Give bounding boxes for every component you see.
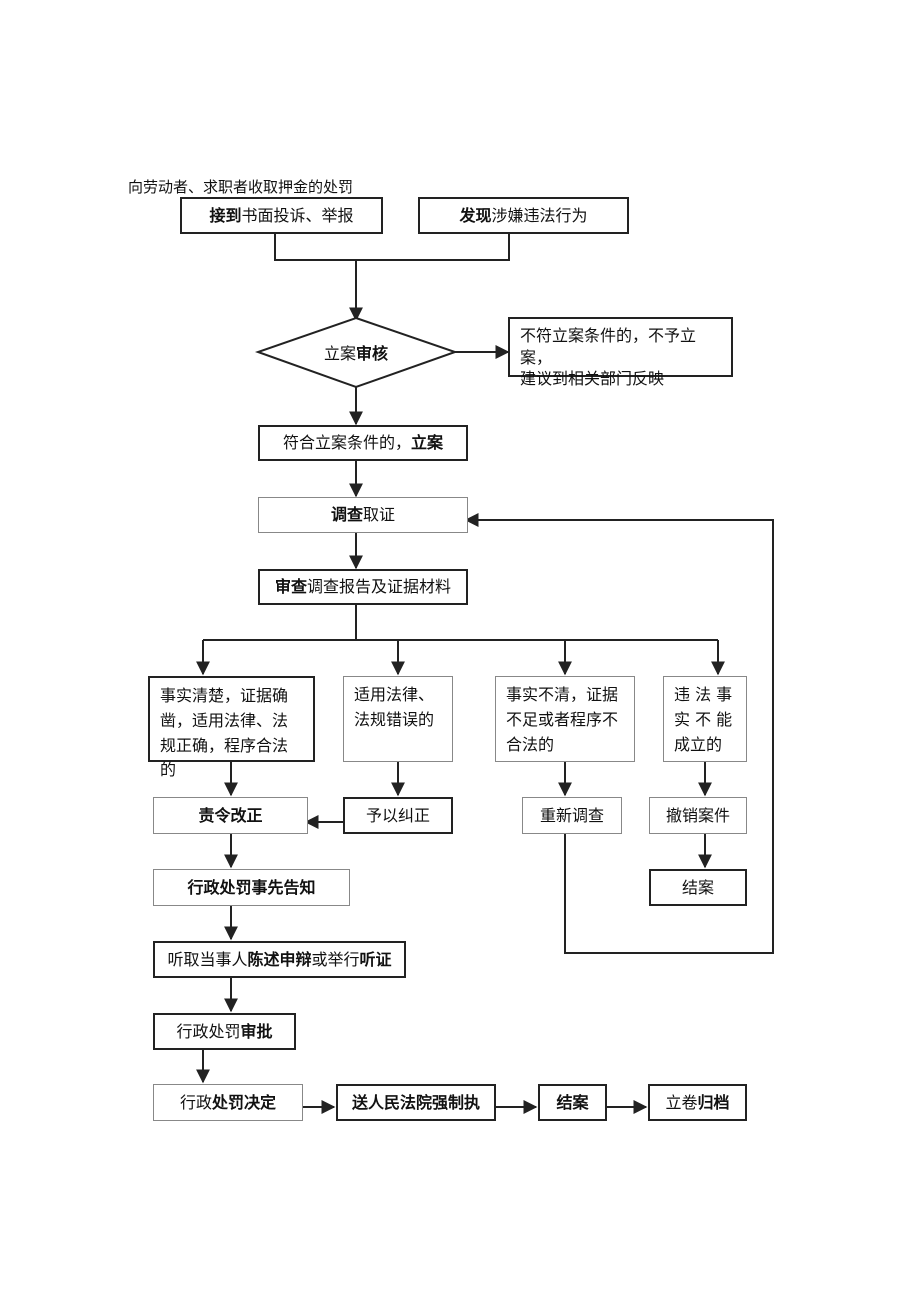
branch-facts-clear: 事实清楚，证据确凿，适用法律、法规正确，程序合法的: [148, 676, 315, 779]
reject-box: 不符立案条件的，不予立案，建议到相关部门反映: [508, 317, 733, 388]
branch-not-established: 违 法 事实 不 能成立的: [663, 676, 747, 762]
discover-violation-box: 发现涉嫌违法行为: [418, 197, 629, 234]
close-case-box-1: 结案: [649, 869, 747, 906]
prior-notice-box: 行政处罚事先告知: [153, 869, 350, 906]
approval-box: 行政处罚审批: [153, 1013, 296, 1050]
close-case-box-2: 结案: [538, 1084, 607, 1121]
archive-box: 立卷归档: [648, 1084, 747, 1121]
branch-law-error: 适用法律、法规错误的: [343, 676, 453, 762]
merge-line: [274, 233, 510, 261]
reinvestigate-box: 重新调查: [522, 797, 622, 834]
order-correction-box: 责令改正: [153, 797, 308, 834]
hearing-box: 听取当事人陈述申辩或举行听证: [153, 941, 406, 978]
branch-facts-unclear: 事实不清，证据不足或者程序不合法的: [495, 676, 635, 762]
examine-box: 审查调查报告及证据材料: [258, 569, 468, 605]
correct-box: 予以纠正: [343, 797, 453, 834]
investigate-box: 调查取证: [258, 497, 468, 533]
receive-complaint-box: 接到书面投诉、举报: [180, 197, 383, 234]
page-title: 向劳动者、求职者收取押金的处罚: [128, 178, 354, 196]
file-case-box: 符合立案条件的，立案: [258, 425, 468, 461]
loop-back-line: [464, 513, 774, 954]
decision-box: 行政处罚决定: [153, 1084, 303, 1121]
court-enforcement-box: 送人民法院强制执: [336, 1084, 496, 1121]
revoke-case-box: 撤销案件: [649, 797, 747, 834]
review-label: 立案审核: [323, 344, 389, 363]
